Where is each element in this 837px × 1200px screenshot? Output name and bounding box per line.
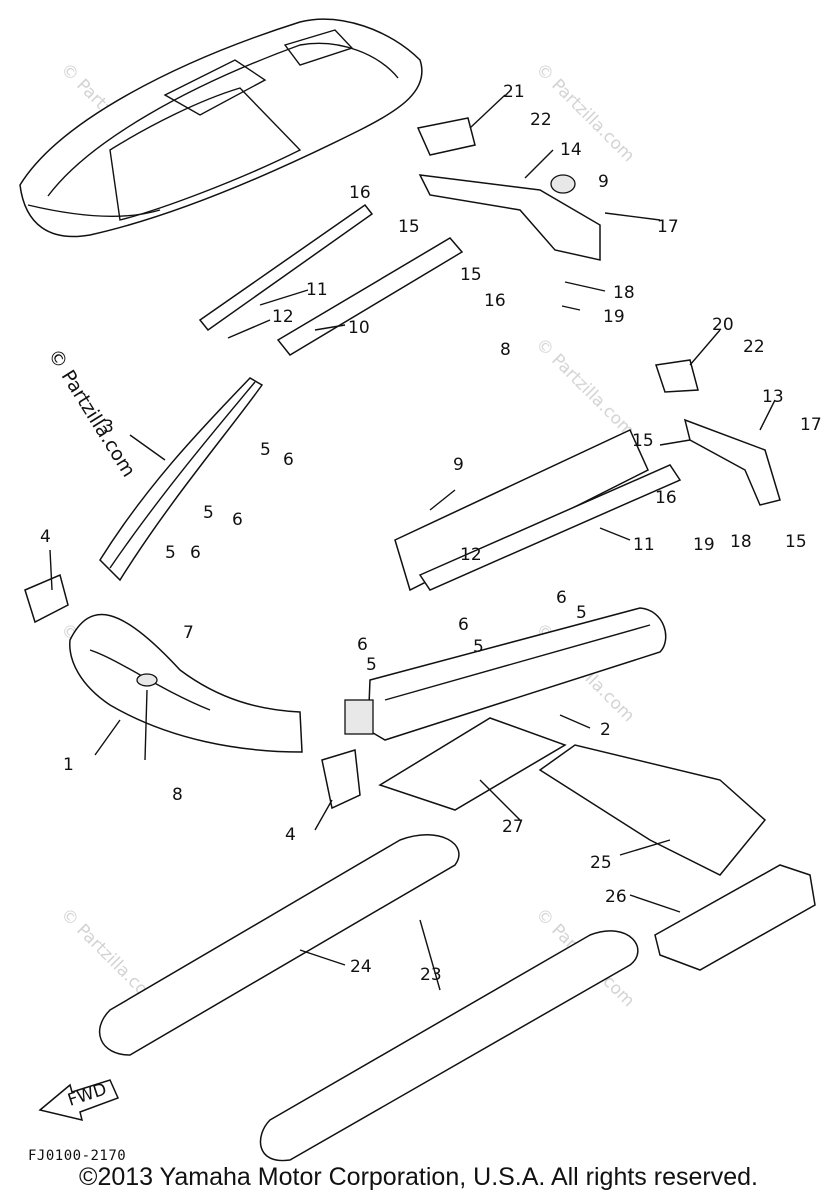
watercraft-hull: [19, 18, 423, 238]
gunwale-part-10-11: [198, 203, 682, 592]
callout-1: 1: [63, 755, 74, 775]
callout-16: 16: [349, 183, 371, 203]
callout-5: 5: [260, 440, 271, 460]
mats: [99, 717, 816, 1162]
covers-20-21: [416, 117, 699, 393]
callout-10: 10: [348, 318, 370, 338]
part-diagram-code: FJ0100-2170: [28, 1148, 127, 1164]
callout-8: 8: [172, 785, 183, 805]
gunwale-part-2: [344, 607, 667, 741]
callout-5: 5: [366, 655, 377, 675]
callout-12: 12: [272, 307, 294, 327]
callout-6: 6: [556, 588, 567, 608]
callout-4: 4: [285, 825, 296, 845]
callout-17: 17: [800, 415, 822, 435]
callout-14: 14: [560, 140, 582, 160]
leader-lines: [49, 94, 776, 991]
callout-21: 21: [503, 82, 525, 102]
callout-2: 2: [600, 720, 611, 740]
gunwale-part-1: [69, 613, 303, 753]
forward-direction-arrow: FWD: [38, 1079, 120, 1122]
callout-19: 19: [693, 535, 715, 555]
callout-22: 22: [743, 337, 765, 357]
callout-17: 17: [657, 217, 679, 237]
gunwale-part-3: [99, 377, 264, 582]
callout-15: 15: [632, 431, 654, 451]
callout-15: 15: [785, 532, 807, 552]
callout-6: 6: [458, 615, 469, 635]
callout-16: 16: [484, 291, 506, 311]
callout-11: 11: [306, 280, 328, 300]
callout-6: 6: [283, 450, 294, 470]
callout-12: 12: [460, 545, 482, 565]
callout-19: 19: [603, 307, 625, 327]
callout-5: 5: [473, 637, 484, 657]
callout-15: 15: [398, 217, 420, 237]
callout-4: 4: [40, 527, 51, 547]
end-caps-4: [24, 573, 361, 810]
callout-15: 15: [460, 265, 482, 285]
callout-6: 6: [357, 635, 368, 655]
callout-9: 9: [598, 172, 609, 192]
callout-22: 22: [530, 110, 552, 130]
callout-6: 6: [232, 510, 243, 530]
callout-24: 24: [350, 957, 372, 977]
callout-23: 23: [420, 965, 442, 985]
callout-20: 20: [712, 315, 734, 335]
callout-3: 3: [103, 417, 114, 437]
callout-labels: 1 2 3 4 4 5 5 5 5 5 5 6 6 6 6 6 6 7 8 8 …: [40, 82, 822, 985]
callout-9: 9: [453, 455, 464, 475]
callout-5: 5: [165, 543, 176, 563]
bracket-13-14: [418, 174, 781, 506]
callout-13: 13: [762, 387, 784, 407]
callout-5: 5: [203, 503, 214, 523]
callout-5: 5: [576, 603, 587, 623]
callout-25: 25: [590, 853, 612, 873]
callout-27: 27: [502, 817, 524, 837]
callout-16: 16: [655, 488, 677, 508]
callout-8: 8: [500, 340, 511, 360]
copyright-notice: ©2013 Yamaha Motor Corporation, U.S.A. A…: [79, 1163, 758, 1191]
callout-18: 18: [730, 532, 752, 552]
callout-6: 6: [190, 543, 201, 563]
watermark: © Partzilla.com: [531, 334, 638, 441]
callout-11: 11: [633, 535, 655, 555]
callout-26: 26: [605, 887, 627, 907]
callout-7: 7: [183, 623, 194, 643]
callout-18: 18: [613, 283, 635, 303]
